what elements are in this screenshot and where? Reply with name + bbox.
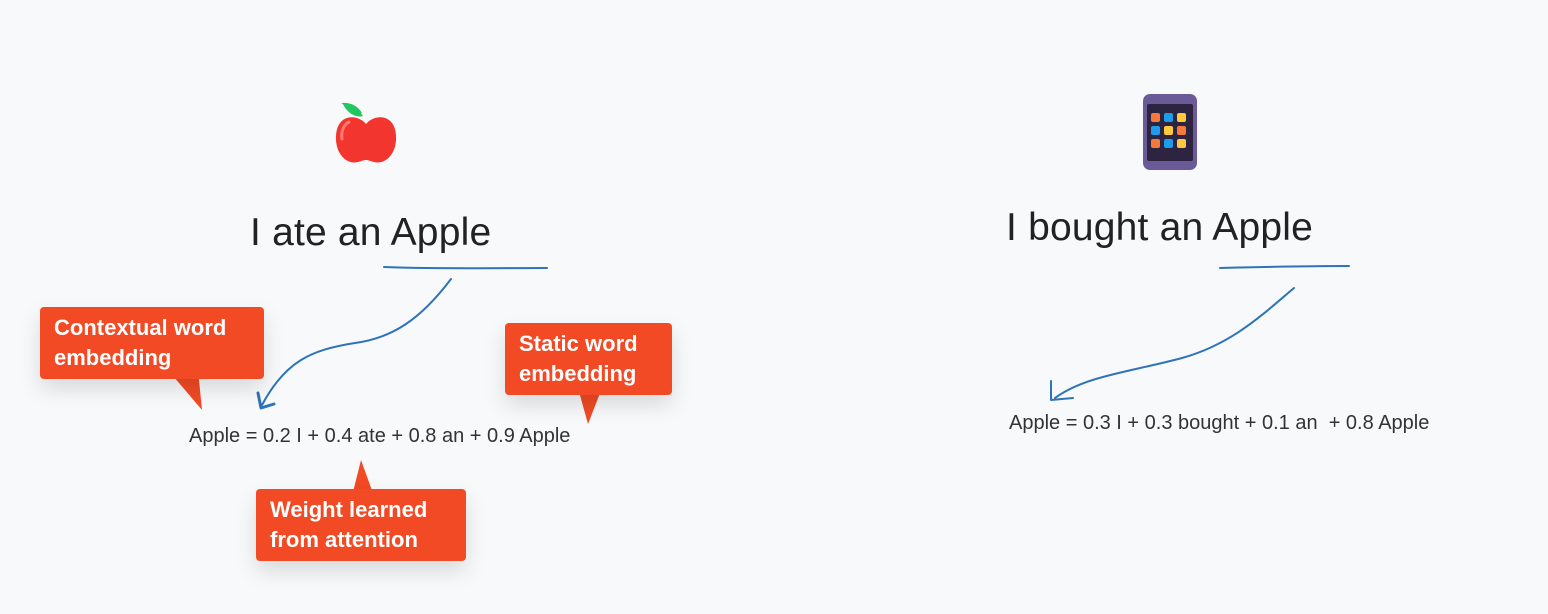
right-underline xyxy=(1219,265,1350,269)
callout-weight-line-1: Weight learned xyxy=(270,497,428,522)
callout-static-line-1: Static word xyxy=(519,331,638,356)
left-arrow xyxy=(256,278,452,410)
callout-contextual-line-1: Contextual word xyxy=(54,315,227,340)
tablet-device-icon xyxy=(1143,94,1197,170)
callout-contextual-line-2: embedding xyxy=(54,345,172,370)
callout-weight-line-2: from attention xyxy=(270,527,418,552)
right-arrow xyxy=(1050,287,1295,401)
left-equation: Apple = 0.2 I + 0.4 ate + 0.8 an + 0.9 A… xyxy=(189,425,571,447)
left-sentence: I ate an Apple xyxy=(250,211,492,254)
callout-contextual-word-embedding: Contextual word embedding xyxy=(40,307,264,379)
right-equation: Apple = 0.3 I + 0.3 bought + 0.1 an + 0.… xyxy=(1009,412,1430,434)
left-underline xyxy=(383,266,548,270)
callout-static-line-2: embedding xyxy=(519,361,637,386)
callout-weight-learned-from-attention: Weight learned from attention xyxy=(256,489,466,561)
right-sentence: I bought an Apple xyxy=(1006,206,1314,249)
callout-static-word-embedding: Static word embedding xyxy=(505,323,672,395)
apple-fruit-icon xyxy=(335,102,397,163)
